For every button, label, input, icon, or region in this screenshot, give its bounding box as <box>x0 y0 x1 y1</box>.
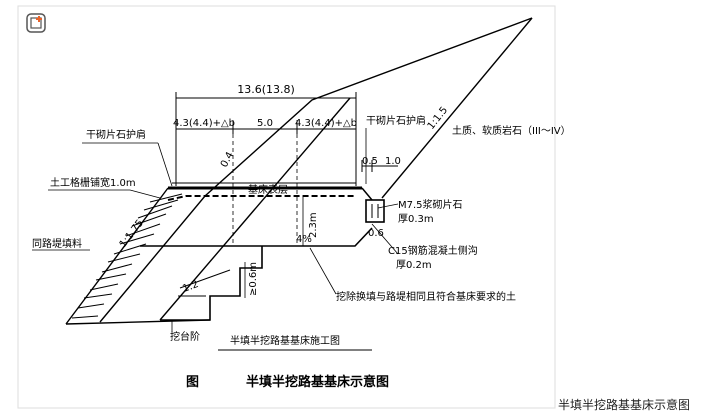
label-w-05: 0.5 <box>362 156 378 167</box>
dim-mid: 5.0 <box>257 118 273 129</box>
leader-lines <box>32 128 399 332</box>
label-soil-rock: 土质、软质岩石（III～IV） <box>452 124 571 137</box>
label-base: 基床表层 <box>248 183 288 196</box>
label-ratio-12: 1:2 <box>181 279 200 295</box>
label-shoulder-right: 干砌片石护肩 <box>366 114 426 127</box>
figure-title: 半填半挖路基基床示意图 <box>246 374 389 390</box>
dim-left: 4.3(4.4)+△b <box>173 118 235 129</box>
label-c15: C15钢筋混凝土侧沟 <box>388 244 478 257</box>
label-step: 挖台阶 <box>170 330 200 343</box>
dim-total: 13.6(13.8) <box>237 83 295 96</box>
label-23m: 2.3m <box>308 212 319 238</box>
label-m75: M7.5浆砌片石 <box>398 198 463 211</box>
diagram-frame <box>17 5 556 409</box>
label-excavate: 挖除换填与路堤相同且符合基床要求的土 <box>336 290 516 303</box>
label-thick-03: 厚0.3m <box>398 213 434 225</box>
label-4pct: 4% <box>296 234 312 245</box>
label-06: 0.6 <box>368 228 384 239</box>
road-structure <box>140 120 385 321</box>
label-geogrid: 土工格栅铺宽1.0m <box>50 176 136 189</box>
dim-right: 4.3(4.4)+△b <box>295 118 357 129</box>
add-image-icon[interactable] <box>26 13 46 33</box>
slope-lines <box>65 17 533 325</box>
dimension-lines <box>175 92 398 186</box>
label-embankment-fill: 同路堤填料 <box>32 237 82 250</box>
label-w-10: 1.0 <box>385 156 401 167</box>
label-thick-02: 厚0.2m <box>396 259 432 271</box>
image-caption: 半填半挖路基基床示意图 <box>558 398 691 412</box>
figure-prefix: 图 <box>186 375 199 390</box>
label-step-06: ≥0.6m <box>248 262 259 296</box>
label-construction: 半填半挖路基基床施工图 <box>230 334 340 347</box>
label-shoulder-left: 干砌片石护肩 <box>86 128 146 141</box>
